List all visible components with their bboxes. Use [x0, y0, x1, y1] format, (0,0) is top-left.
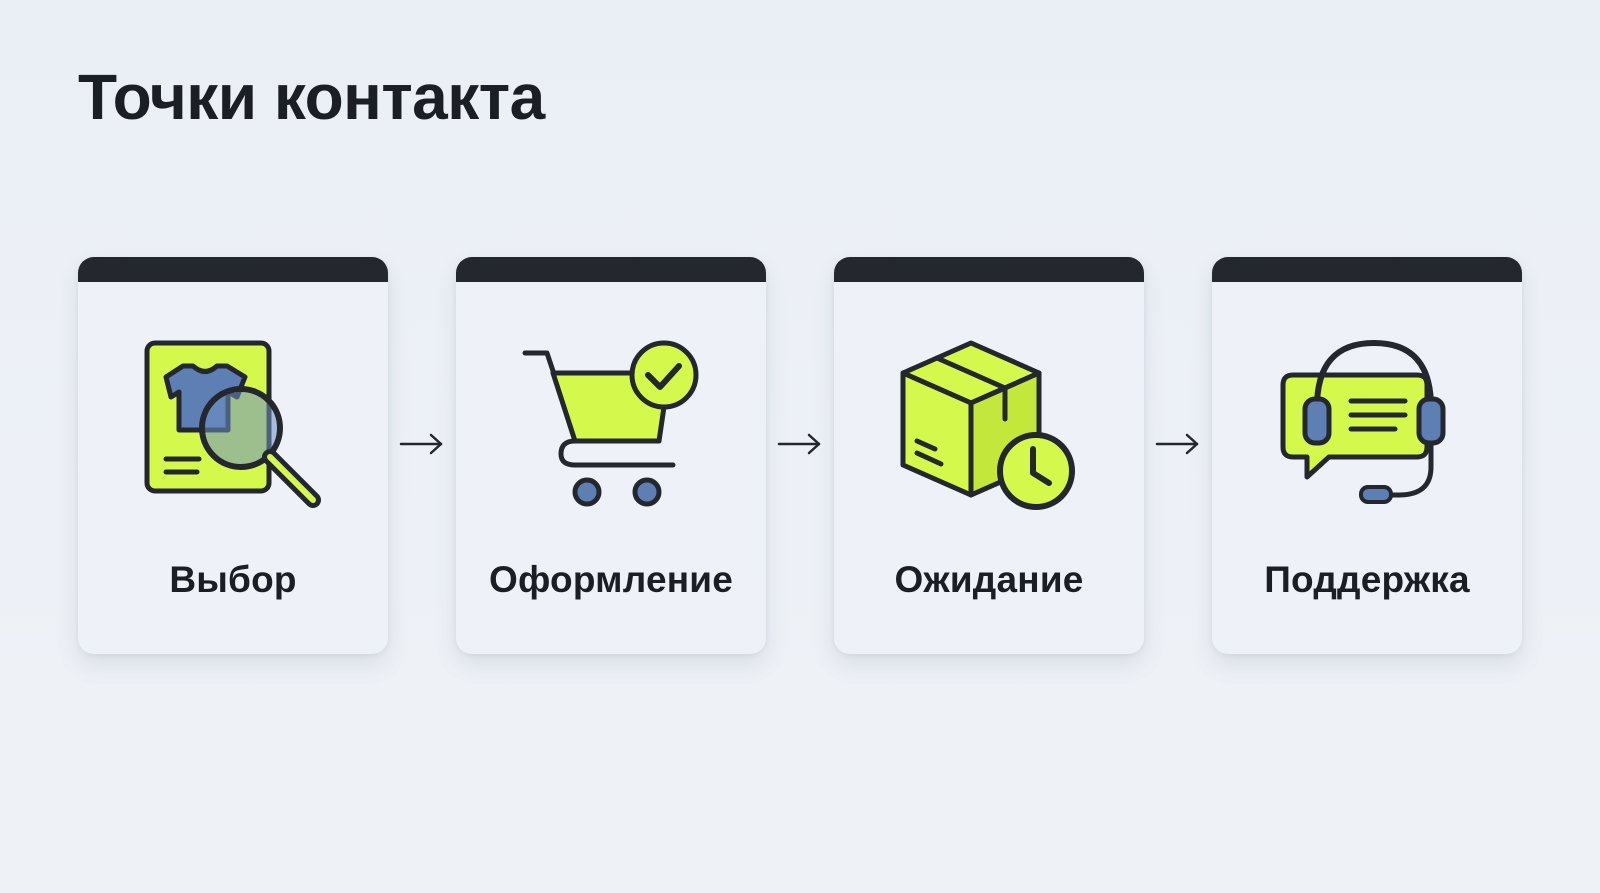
- headset-chat-icon: [1280, 339, 1446, 504]
- step-label: Поддержка: [1264, 559, 1470, 600]
- touchpoint-card-waiting: Ожидание: [834, 257, 1144, 654]
- arrow-right-icon: [1155, 433, 1199, 455]
- cart-checkmark-icon: [522, 340, 699, 507]
- card-header-bar: [1212, 257, 1522, 282]
- page-title: Точки контакта: [78, 61, 545, 133]
- touchpoint-flow: Выбор Оформление: [78, 257, 1523, 654]
- touchpoint-card-support: Поддержка: [1212, 257, 1522, 654]
- card-header-bar: [456, 257, 766, 282]
- card-header-bar: [834, 257, 1144, 282]
- card-header-bar: [78, 257, 388, 282]
- step-label: Выбор: [169, 559, 297, 600]
- arrow-right-icon: [399, 433, 443, 455]
- step-label: Ожидание: [894, 559, 1084, 600]
- arrow-right-icon: [777, 433, 821, 455]
- box-clock-icon: [900, 340, 1075, 510]
- touchpoint-card-selection: Выбор: [78, 257, 388, 654]
- step-label: Оформление: [488, 559, 734, 600]
- touchpoint-card-checkout: Оформление: [456, 257, 766, 654]
- product-search-icon: [144, 340, 321, 508]
